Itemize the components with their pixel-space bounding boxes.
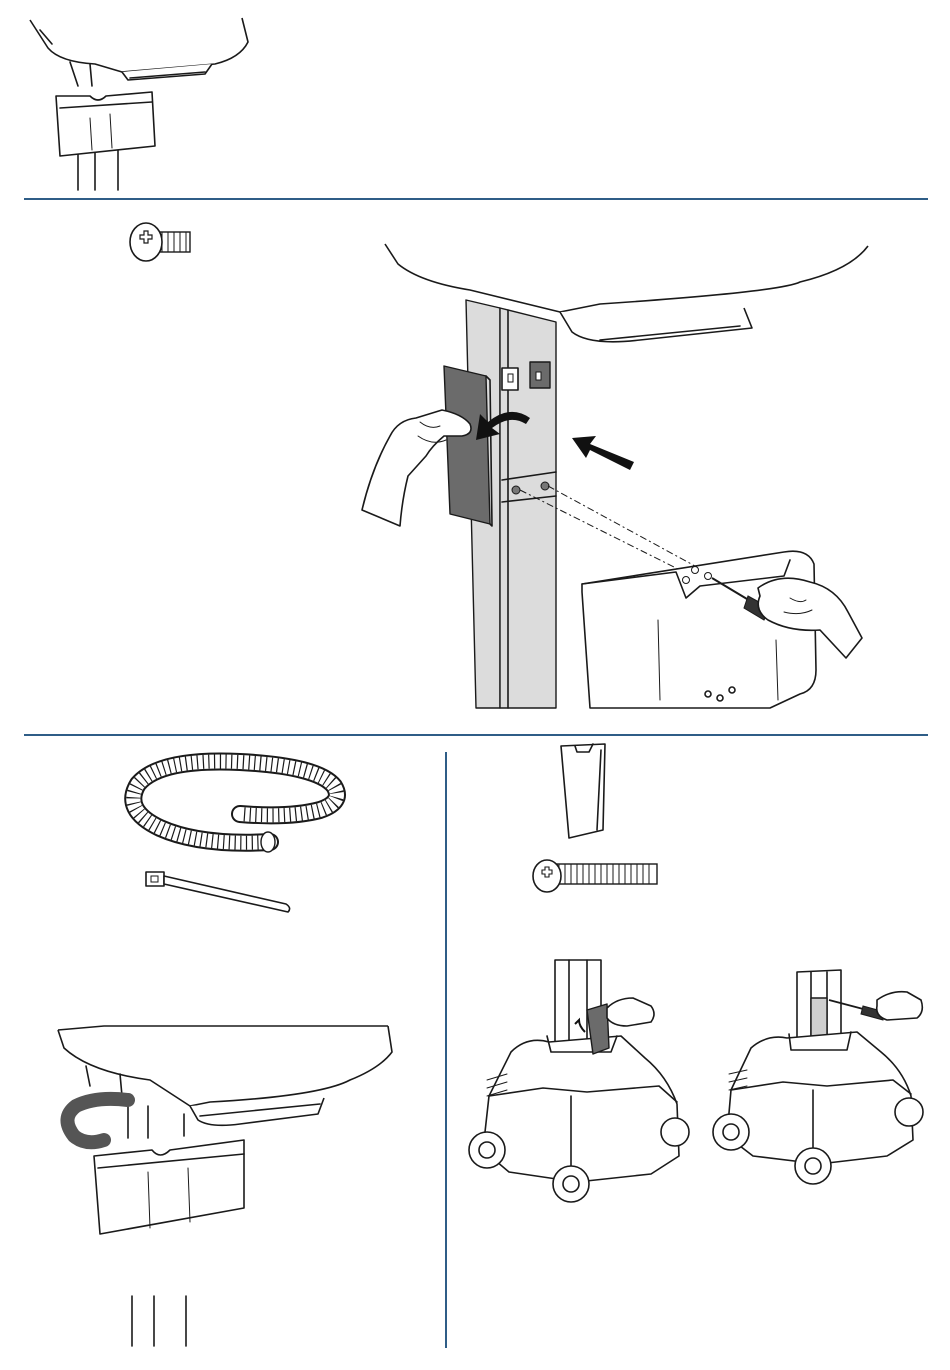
cart-worksurface-top-illustration <box>0 0 950 198</box>
pan-head-screw-long-icon <box>533 860 657 892</box>
cable-wrap-icon <box>133 761 337 852</box>
cable-tie-icon <box>146 872 290 912</box>
cart-with-routed-cable-illustration <box>58 1026 392 1346</box>
attach-bracket-to-column-illustration <box>362 244 868 708</box>
install-cover-plate-on-base-illustration <box>469 960 689 1202</box>
column-cover-plate-icon <box>561 744 605 838</box>
step-bottom-left-panel <box>0 736 445 1370</box>
fasten-cover-plate-with-screwdriver-illustration <box>713 970 923 1184</box>
step-top-panel <box>0 0 950 198</box>
step-bottom-right-panel <box>447 736 950 1370</box>
step-middle-panel <box>0 200 950 734</box>
pan-head-screw-short-icon <box>130 223 190 261</box>
